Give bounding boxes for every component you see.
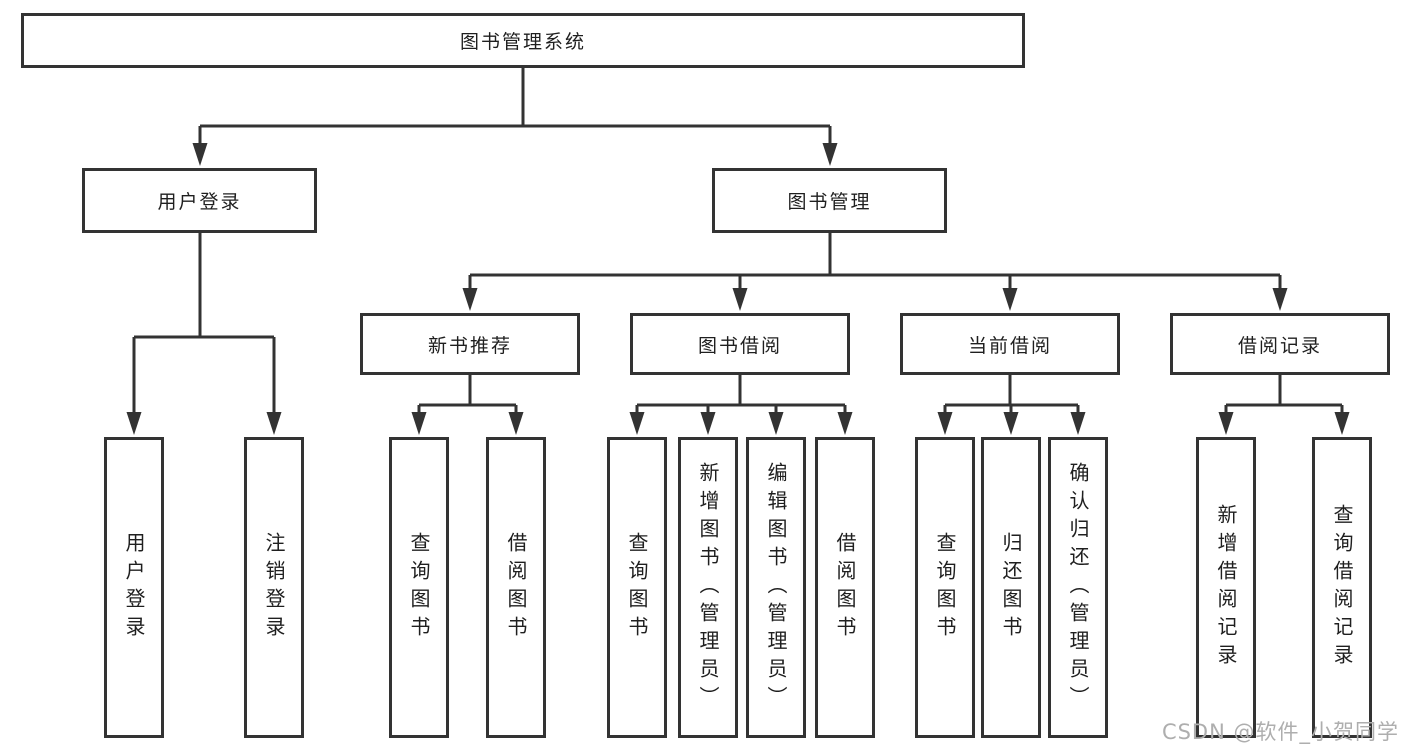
arrowhead: [126, 412, 142, 435]
node-label: 借阅记录: [1237, 334, 1322, 357]
arrowhead: [937, 412, 953, 435]
connector-newbook-to-leaves: [417, 375, 518, 420]
arrowhead: [1272, 288, 1288, 311]
node-new-book-recommend: 新书推荐: [360, 313, 580, 375]
leaf-label: 查询图书: [407, 531, 431, 644]
leaf-add-borrow-record: 新增借阅记录: [1196, 437, 1256, 738]
arrowhead: [1334, 412, 1350, 435]
leaf-label: 借阅图书: [833, 531, 857, 644]
leaf-label: 注销登录: [262, 531, 286, 644]
arrowheads: [126, 143, 1350, 435]
arrowhead: [768, 412, 784, 435]
connector-userlogin-to-leaves: [132, 233, 276, 420]
node-book-borrowing: 图书借阅: [630, 313, 850, 375]
leaf-confirm-return-admin: 确认归还（管理员）: [1048, 437, 1108, 738]
arrowhead: [1218, 412, 1234, 435]
node-user-login: 用户登录: [82, 168, 317, 233]
node-book-management: 图书管理: [712, 168, 947, 233]
leaf-label: 查询图书: [933, 531, 957, 644]
leaf-label: 编辑图书（管理员）: [764, 461, 788, 714]
arrowhead: [732, 288, 748, 311]
node-current-borrowing: 当前借阅: [900, 313, 1120, 375]
leaf-label: 查询借阅记录: [1330, 503, 1354, 672]
leaf-label: 查询图书: [625, 531, 649, 644]
arrowhead: [1003, 412, 1019, 435]
arrowhead: [629, 412, 645, 435]
node-label: 当前借阅: [967, 334, 1052, 357]
arrowhead: [266, 412, 282, 435]
leaf-query-books-current: 查询图书: [915, 437, 975, 738]
leaf-logout: 注销登录: [244, 437, 304, 738]
leaf-edit-book-admin: 编辑图书（管理员）: [746, 437, 806, 738]
leaf-user-login: 用户登录: [104, 437, 164, 738]
leaf-add-book-admin: 新增图书（管理员）: [678, 437, 738, 738]
leaf-borrow-books-recommend: 借阅图书: [486, 437, 546, 738]
leaf-label: 归还图书: [999, 531, 1023, 644]
node-label: 图书借阅: [697, 334, 782, 357]
leaf-borrow-books: 借阅图书: [815, 437, 875, 738]
leaf-label: 借阅图书: [504, 531, 528, 644]
leaf-label: 确认归还（管理员）: [1066, 461, 1090, 714]
watermark: CSDN @软件_小贺同学: [1161, 720, 1399, 744]
arrowhead: [462, 288, 478, 311]
leaf-query-books-recommend: 查询图书: [389, 437, 449, 738]
node-borrowing-records: 借阅记录: [1170, 313, 1390, 375]
arrowhead: [837, 412, 853, 435]
node-label: 新书推荐: [427, 334, 512, 357]
connector-records-to-leaves: [1224, 375, 1344, 420]
arrowhead: [192, 143, 208, 166]
arrowhead: [700, 412, 716, 435]
connector-root-to-level2: [198, 68, 832, 150]
node-root: 图书管理系统: [21, 13, 1025, 68]
arrowhead: [822, 143, 838, 166]
arrowhead: [411, 412, 427, 435]
leaf-label: 新增图书（管理员）: [696, 461, 720, 714]
leaf-label: 用户登录: [122, 531, 146, 644]
connector-bookmgmt-to-level3: [468, 233, 1282, 295]
arrowhead: [1002, 288, 1018, 311]
leaf-query-books-borrow: 查询图书: [607, 437, 667, 738]
leaf-return-books: 归还图书: [981, 437, 1041, 738]
connector-borrow-to-leaves: [635, 375, 847, 420]
leaf-query-borrow-record: 查询借阅记录: [1312, 437, 1372, 738]
arrowhead: [1070, 412, 1086, 435]
node-label: 图书管理: [787, 191, 872, 213]
node-root-label: 图书管理系统: [459, 31, 586, 53]
node-label: 用户登录: [157, 191, 242, 213]
leaf-label: 新增借阅记录: [1214, 503, 1238, 672]
arrowhead: [508, 412, 524, 435]
